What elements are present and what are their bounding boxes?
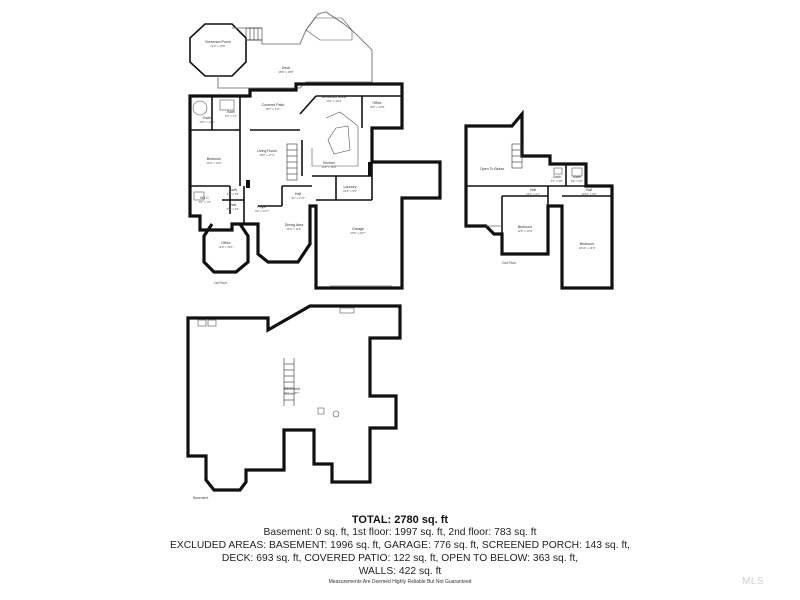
screened-porch-outline [189,23,247,77]
bedroom-up-1-dims: 12'6" x 13'4" [517,229,532,233]
hall-up-label: Hall [530,188,536,192]
deck-outline [217,11,373,89]
bath-3-dims: 6'9" x 3'9" [227,192,239,196]
office-lower-label: Office [221,241,230,245]
first-floor-stairs [286,143,298,181]
covered-patio-label: Covered Patio [262,103,285,107]
bath-up-2-dims: 8'6" x 5'0" [571,179,583,183]
bedroom-up-2-label: Bedroom [580,242,595,246]
basement-floor-label: Basement [193,496,208,500]
bath-up-1-label: Bath [553,175,560,179]
garage-dims: 23'5" x 26'7" [350,231,365,235]
bath-up-1-dims: 6'7" x 5'8" [551,179,563,183]
area-summary: TOTAL: 2780 sq. ft Basement: 0 sq. ft, 1… [0,514,800,578]
basement-room-label: Basement [284,387,300,391]
bath-1-dims: 13'2" x 12'3" [199,120,214,124]
hall-2-label: Hall [295,192,301,196]
first-floor-label: 1st Floor [214,281,228,285]
breakfast-nook-dims: 10'1" x 14'4" [326,99,341,103]
bath-1-label: Bath [203,116,210,120]
office-lower-dims: 11'8" x 10'1" [218,245,233,249]
basement-stairs [283,358,295,406]
breakfast-nook-label: Breakfast Nook [322,95,347,99]
covered-patio-dims: 18'7" x 7'11" [265,107,280,111]
summary-line-3: DECK: 693 sq. ft, COVERED PATIO: 122 sq.… [221,553,579,564]
kitchen-counters [311,111,359,167]
screened-porch-label: Screened Porch [205,40,231,44]
garage-label: Garage [352,227,364,231]
bedroom-main-dims: 14'0" x 14'0" [206,161,221,165]
hall-up-2-label: Hall [586,188,592,192]
basement-exterior [186,304,402,492]
second-floor-stairs [511,143,523,169]
bedroom-main-label: Bedroom [207,157,222,161]
living-room-dims: 18'0" x 17'4" [259,153,274,157]
bath-up-2-label: Bath [573,175,580,179]
bedroom-up-1-label: Bedroom [518,225,533,229]
deck-label: Deck [282,66,290,70]
office-upper-dims: 10'5" x 10'8" [369,105,384,109]
watermark-logo: MLS [742,576,765,587]
bath-2-dims: 5'0" x 7'4" [225,114,237,118]
floor-plan-drawing: Screened Porch 12'3" x 15'6" Deck 48'8" … [186,11,614,500]
kitchen-dims: 14'8" x 16'8" [321,165,336,169]
office-bay-outline [202,223,250,274]
summary-line-4: WALLS: 422 sq. ft [358,566,442,577]
screened-porch-dims: 12'3" x 15'6" [210,44,225,48]
basement-room-dims: 54'1" x 38'7" [284,391,299,395]
second-floor-exterior [464,109,614,290]
second-floor-label: 2nd Floor [502,261,517,265]
hall-2-dims: 4'0" x 17'6" [291,196,305,200]
summary-line-2: EXCLUDED AREAS: BASEMENT: 1996 sq. ft, G… [169,540,631,551]
second-floor-plan: Open To Below Hall 12'0" x 4'1" Bath 6'7… [464,109,614,290]
hall-up-dims: 12'0" x 4'1" [526,192,540,196]
foyer-dims: 6'2" x 10'7" [255,209,269,213]
first-floor-interior-walls [190,95,402,224]
basement-plan: Basement 54'1" x 38'7" Basement [186,304,402,500]
kitchen-label: Kitchen [323,161,335,165]
hall-up-2-dims: 13'10" x 3'0" [581,192,596,196]
bath-3-label: Bath [229,188,236,192]
laundry-label: Laundry [344,185,357,189]
hall-1-label: Hall [230,203,236,207]
deck-dims: 48'8" x 18'8" [278,70,293,74]
bath-2-label: Bath [227,110,234,114]
first-floor-plan: Screened Porch 12'3" x 15'6" Deck 48'8" … [188,11,442,290]
office-upper-label: Office [372,101,381,105]
laundry-dims: 10'8" x 5'9" [343,189,357,193]
disclaimer-text: Measurements Are Deemed Highly Reliable … [328,579,472,585]
living-room-label: Living Room [257,149,277,153]
first-floor-exterior [188,82,442,290]
dining-area-dims: 11'6" x 11'6" [287,227,302,231]
open-to-below-label: Open To Below [480,167,505,171]
foyer-label: Foyer [257,205,267,209]
hall-1-dims: 8'9" x 3'4" [227,207,239,211]
wic-dims: 8'1" x 7'6" [199,200,211,204]
dining-area-label: Dining Area [285,223,304,227]
bedroom-up-2-dims: 18'10" x 14'9" [579,246,596,250]
wic-label: W.I.C. [200,196,210,200]
total-area: TOTAL: 2780 sq. ft [351,514,449,526]
summary-line-1: Basement: 0 sq. ft, 1st floor: 1997 sq. … [263,527,537,538]
